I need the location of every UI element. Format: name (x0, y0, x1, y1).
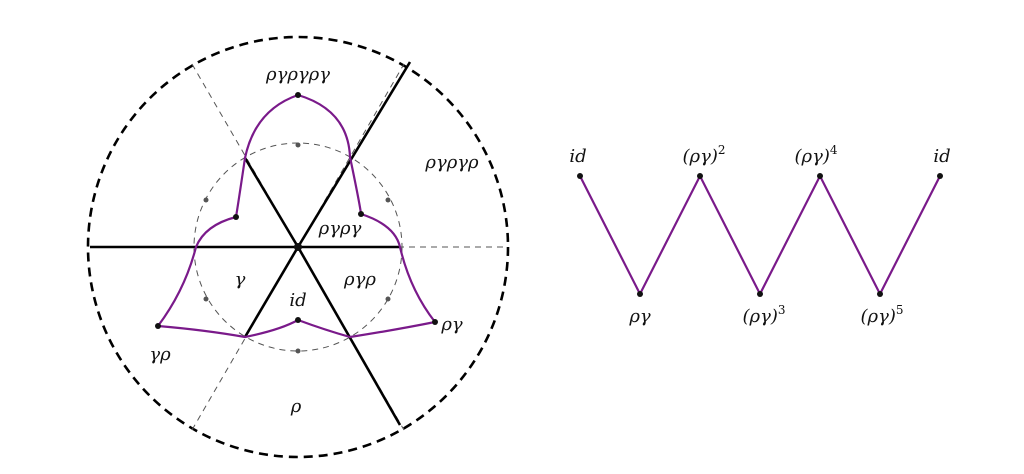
outer-dashed-circle (86, 35, 510, 459)
label-left: γρ (149, 344, 171, 365)
inner-dot-lr (385, 296, 391, 302)
zig-top-dot-3 (817, 173, 823, 179)
thick-seg-nw (243, 157, 300, 248)
zigzag-diagram: id (ργ)2 (ργ)4 id ργ (ργ)3 (ργ)5 (569, 143, 950, 327)
label-center-right: ργρ (343, 269, 376, 290)
zig-top-label-3: (ργ)4 (794, 143, 837, 167)
zigzag-path (579, 173, 941, 297)
zig-top-dot-1 (577, 173, 583, 179)
label-right: ργ (440, 314, 463, 335)
label-left-mid: γ (235, 269, 246, 290)
zig-bottom-dot-3 (877, 291, 883, 297)
label-top: ργργργ (265, 64, 330, 85)
vertex-right-dot (432, 319, 438, 325)
center-dot (294, 243, 302, 251)
zig-bottom-label-3: (ργ)5 (860, 303, 903, 327)
zig-top-dot-4 (937, 173, 943, 179)
vertex-left-dot (155, 323, 161, 329)
vertex-ul-dot (233, 214, 239, 220)
zig-bottom-dot-1 (637, 291, 643, 297)
zig-bottom-dot-2 (757, 291, 763, 297)
zig-top-label-2: (ργ)2 (682, 143, 725, 167)
thick-seg-sw (243, 246, 300, 338)
zig-top-label-4: id (933, 146, 950, 167)
label-center-upper: ργργ (318, 218, 362, 239)
thick-ray-ne (296, 61, 412, 248)
inner-dot-ll (203, 296, 209, 302)
inner-dot-ur (385, 197, 391, 203)
disk-diagram: ργργργ ργργρ ργργ γ ργρ id ργ γρ ρ (86, 35, 510, 459)
zig-top-dot-2 (697, 173, 703, 179)
inner-dot-ul (203, 197, 209, 203)
label-bottom: ρ (290, 396, 302, 417)
zig-bottom-label-2: (ργ)3 (742, 303, 785, 327)
zig-bottom-label-1: ργ (628, 306, 651, 327)
inner-dot-top (295, 142, 301, 148)
vertex-bottom-dot (295, 317, 301, 323)
vertex-ur-dot (358, 211, 364, 217)
inner-dot-bottom (295, 348, 301, 354)
zig-top-label-1: id (569, 146, 586, 167)
label-upper-right: ργργρ (424, 152, 479, 173)
vertex-top-dot (295, 92, 301, 98)
label-center-id: id (289, 290, 306, 311)
